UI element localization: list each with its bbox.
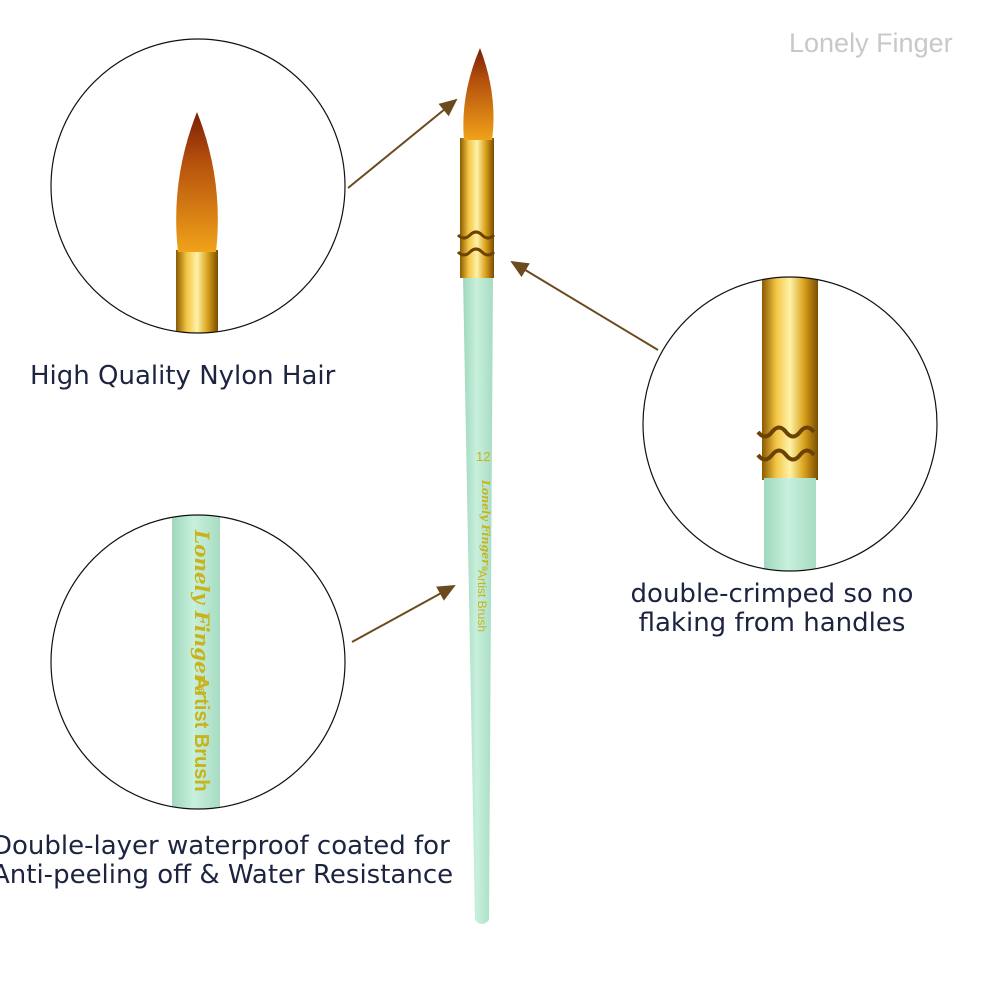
svg-text:Lonely Finger®: Lonely Finger® bbox=[190, 529, 214, 696]
svg-text:Artist Brush: Artist Brush bbox=[190, 676, 212, 792]
callout-handle-closeup: Lonely Finger® Artist Brush bbox=[50, 514, 346, 810]
brush-bristles bbox=[463, 48, 494, 140]
caption-crimp-line-2: flaking from handles bbox=[638, 608, 906, 638]
caption-coat-line-1: Double-layer waterproof coated for bbox=[0, 831, 450, 861]
callout-crimp-closeup bbox=[642, 276, 938, 572]
brush-product-text: Artist Brush bbox=[475, 570, 489, 632]
arrow-to-crimp bbox=[510, 260, 659, 351]
caption-nylon-hair: High Quality Nylon Hair bbox=[30, 362, 335, 391]
brush-size-number: 12 bbox=[476, 449, 490, 464]
caption-waterproof-coat: Double-layer waterproof coated for Anti-… bbox=[0, 832, 453, 890]
brush-brand-text: Lonely Finger® bbox=[479, 479, 492, 572]
callout-bristle-closeup bbox=[50, 38, 346, 334]
caption-coat-line-2: Anti-peeling off & Water Resistance bbox=[0, 860, 454, 890]
arrow-to-handle bbox=[351, 585, 456, 643]
brush-ferrule bbox=[460, 138, 494, 278]
caption-crimp-line-1: double-crimped so no bbox=[630, 579, 914, 609]
caption-double-crimped: double-crimped so no flaking from handle… bbox=[622, 580, 922, 638]
arrow-to-bristles bbox=[347, 98, 458, 189]
ferrule-crimp bbox=[456, 230, 496, 257]
caption-nylon-hair-text: High Quality Nylon Hair bbox=[30, 361, 336, 391]
brush-handle bbox=[463, 276, 493, 924]
watermark-text: Lonely Finger bbox=[789, 28, 953, 58]
paint-brush: 12 Lonely Finger® Artist Brush bbox=[456, 48, 496, 924]
